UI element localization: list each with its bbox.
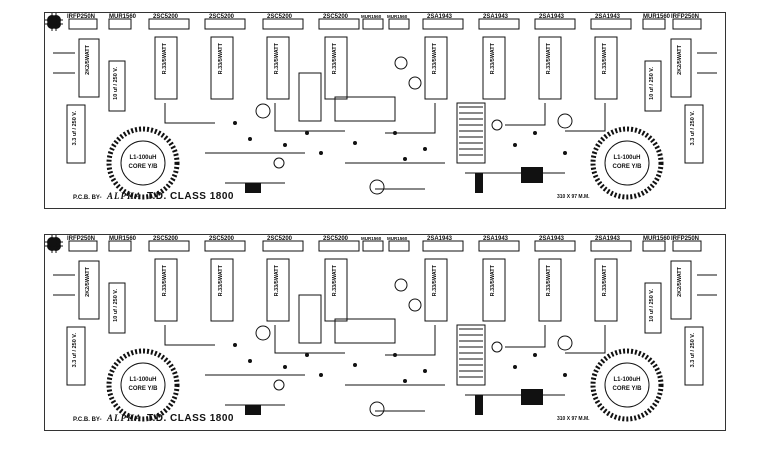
coil-core: CORE Y/B <box>612 386 642 392</box>
header-label: 2SA1943 <box>427 236 453 242</box>
resistor-label: R.33/5WATT <box>162 265 168 297</box>
header-label: 2SC5200 <box>267 14 293 20</box>
capacitor-label: 3.3 uf / 250 V. <box>72 111 78 146</box>
coil-label: L1-100uH CORE Y/B <box>113 154 173 172</box>
resistor-label: R.33/5WATT <box>162 43 168 75</box>
pcb-board-top: IRFP250N MUR1560 2SC5200 2SC5200 2SC5200… <box>44 12 726 209</box>
header-label: 2SC5200 <box>323 236 349 242</box>
capacitor-label: 2K2/5WATT <box>85 267 91 297</box>
capacitor-label: 3.3 uf / 250 V. <box>690 111 696 146</box>
board-dimensions: 310 X 97 M.M. <box>557 416 590 422</box>
capacitor-label: 10 uf / 250 V. <box>649 289 655 322</box>
capacitor-label: 2K2/5WATT <box>85 45 91 75</box>
coil-label: L1-100uH CORE Y/B <box>113 376 173 394</box>
capacitor-label: 2K2/5WATT <box>677 45 683 75</box>
board-dimensions: 310 X 97 M.M. <box>557 194 590 200</box>
resistor-label: R.33/5WATT <box>546 265 552 297</box>
brand-logo: ALPHA <box>107 191 143 201</box>
pcb-board-bottom: IRFP250N MUR1560 2SC5200 2SC5200 2SC5200… <box>44 234 726 431</box>
board-title: T.D. CLASS 1800 <box>147 191 234 202</box>
capacitor-label: 2K2/5WATT <box>677 267 683 297</box>
coil-inductance: L1-100uH <box>129 155 157 161</box>
coil-inductance: L1-100uH <box>613 377 641 383</box>
header-label: 2SC5200 <box>153 236 179 242</box>
capacitor-label: 3.3 uf / 250 V. <box>690 333 696 368</box>
header-label: IRFP250N <box>671 236 700 242</box>
header-label: 2SA1943 <box>483 236 509 242</box>
header-label: 2SA1943 <box>539 14 565 20</box>
header-label: MUR1560 <box>361 14 382 19</box>
header-label: 2SA1943 <box>483 14 509 20</box>
header-label: MUR1560 <box>387 236 408 241</box>
pcb-artwork-bottom <box>53 240 717 422</box>
pcb-credit: P.C.B. BY- <box>73 417 102 423</box>
header-label: 2SA1943 <box>539 236 565 242</box>
resistor-label: R.33/5WATT <box>432 265 438 297</box>
capacitor-label: 10 uf / 250 V. <box>113 289 119 322</box>
header-label: MUR1560 <box>643 14 671 20</box>
header-label: 2SC5200 <box>323 14 349 20</box>
header-label: 2SA1943 <box>427 14 453 20</box>
header-label: 2SA1943 <box>595 14 621 20</box>
pcb-artwork-top <box>53 18 717 200</box>
resistor-label: R.33/5WATT <box>218 265 224 297</box>
header-label: MUR1560 <box>109 14 137 20</box>
header-label: IRFP250N <box>67 14 96 20</box>
resistor-label: R.33/5WATT <box>602 43 608 75</box>
header-label: 2SC5200 <box>209 236 235 242</box>
coil-core: CORE Y/B <box>612 164 642 170</box>
header-label: MUR1560 <box>109 236 137 242</box>
resistor-label: R.33/5WATT <box>218 43 224 75</box>
coil-inductance: L1-100uH <box>129 377 157 383</box>
coil-label: L1-100uH CORE Y/B <box>597 154 657 172</box>
brand-logo: ALPHA <box>107 413 143 423</box>
header-label: 2SC5200 <box>209 14 235 20</box>
mounting-hole-icon <box>45 13 59 27</box>
pcb-credit: P.C.B. BY- <box>73 195 102 201</box>
resistor-label: R.33/5WATT <box>274 265 280 297</box>
header-label: IRFP250N <box>67 236 96 242</box>
board-title: T.D. CLASS 1800 <box>147 413 234 424</box>
capacitor-label: 10 uf / 250 V. <box>649 67 655 100</box>
coil-core: CORE Y/B <box>128 164 158 170</box>
header-label: 2SC5200 <box>153 14 179 20</box>
coil-inductance: L1-100uH <box>613 155 641 161</box>
resistor-label: R.33/5WATT <box>432 43 438 75</box>
coil-label: L1-100uH CORE Y/B <box>597 376 657 394</box>
capacitor-label: 3.3 uf / 250 V. <box>72 333 78 368</box>
resistor-label: R.33/5WATT <box>490 265 496 297</box>
header-label: 2SC5200 <box>267 236 293 242</box>
coil-core: CORE Y/B <box>128 386 158 392</box>
capacitor-label: 10 uf / 250 V. <box>113 67 119 100</box>
resistor-label: R.33/5WATT <box>274 43 280 75</box>
header-label: MUR1560 <box>387 14 408 19</box>
resistor-label: R.33/5WATT <box>332 265 338 297</box>
resistor-label: R.33/5WATT <box>602 265 608 297</box>
header-label: MUR1560 <box>361 236 382 241</box>
header-label: MUR1560 <box>643 236 671 242</box>
resistor-label: R.33/5WATT <box>332 43 338 75</box>
mounting-hole-icon <box>45 235 59 249</box>
header-label: IRFP250N <box>671 14 700 20</box>
header-label: 2SA1943 <box>595 236 621 242</box>
resistor-label: R.33/5WATT <box>490 43 496 75</box>
resistor-label: R.33/5WATT <box>546 43 552 75</box>
